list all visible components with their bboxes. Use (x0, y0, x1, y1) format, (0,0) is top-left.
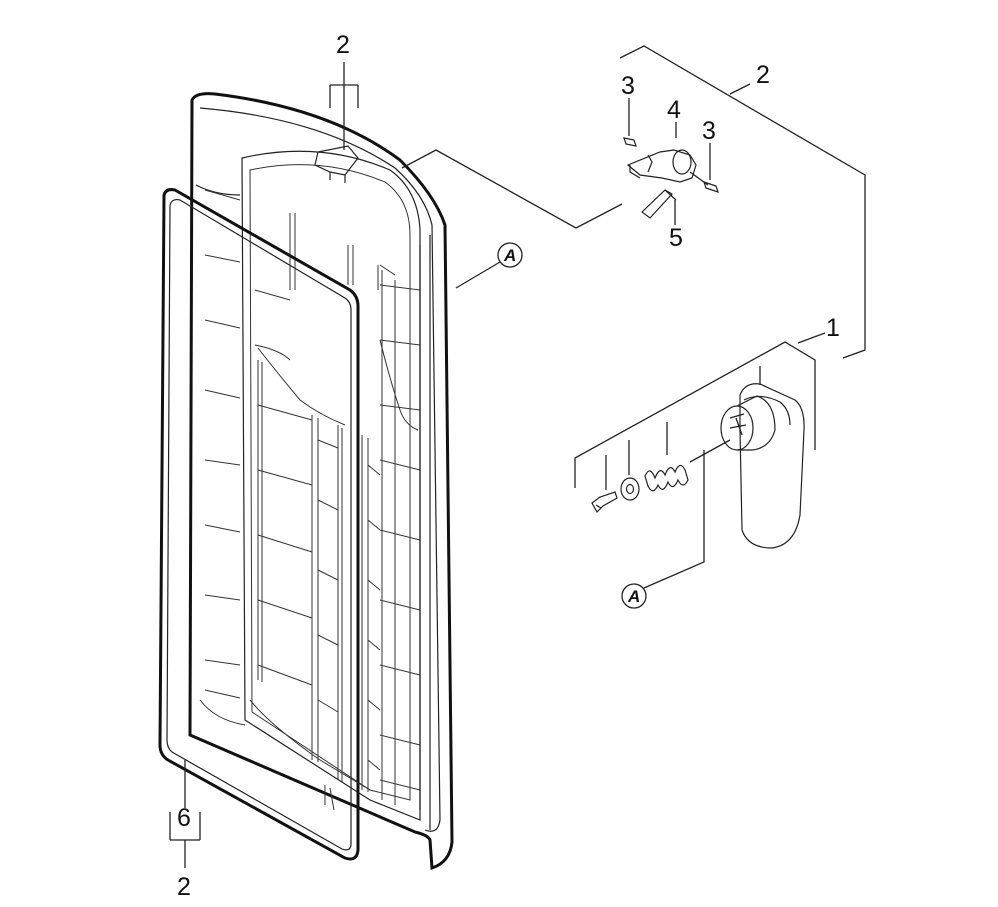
door-shell (188, 92, 454, 871)
door-top-latch (314, 145, 359, 183)
label-pin-left: 3 (621, 72, 635, 100)
label-handle-assembly: 1 (826, 314, 840, 342)
callout-handle-ref: A (621, 583, 647, 609)
label-gasket: 6 (177, 804, 191, 832)
label-door-top: 2 (336, 31, 350, 59)
label-pin-right: 3 (702, 117, 716, 145)
label-spring-clip: 5 (669, 224, 683, 252)
label-gasket-group: 2 (177, 873, 191, 901)
hinge-kit-bracket: 2 (401, 45, 866, 359)
door-inner-frame (241, 150, 421, 821)
callout-door-ref-text: A (503, 246, 516, 265)
hinge-assembly: 3 4 3 5 (621, 72, 719, 252)
door-shell-ribs (199, 189, 421, 805)
callout-handle-ref-text: A (627, 587, 640, 606)
filter-grid (249, 360, 381, 811)
door-top-label-group: 2 (329, 31, 359, 150)
label-hinge: 4 (667, 96, 681, 124)
callout-door-ref: A (455, 242, 523, 289)
label-kit-top: 2 (756, 61, 770, 89)
handle-assembly-group: 1 (574, 314, 840, 589)
gasket-seal (158, 188, 360, 861)
gasket-label-group: 6 2 (169, 760, 201, 901)
